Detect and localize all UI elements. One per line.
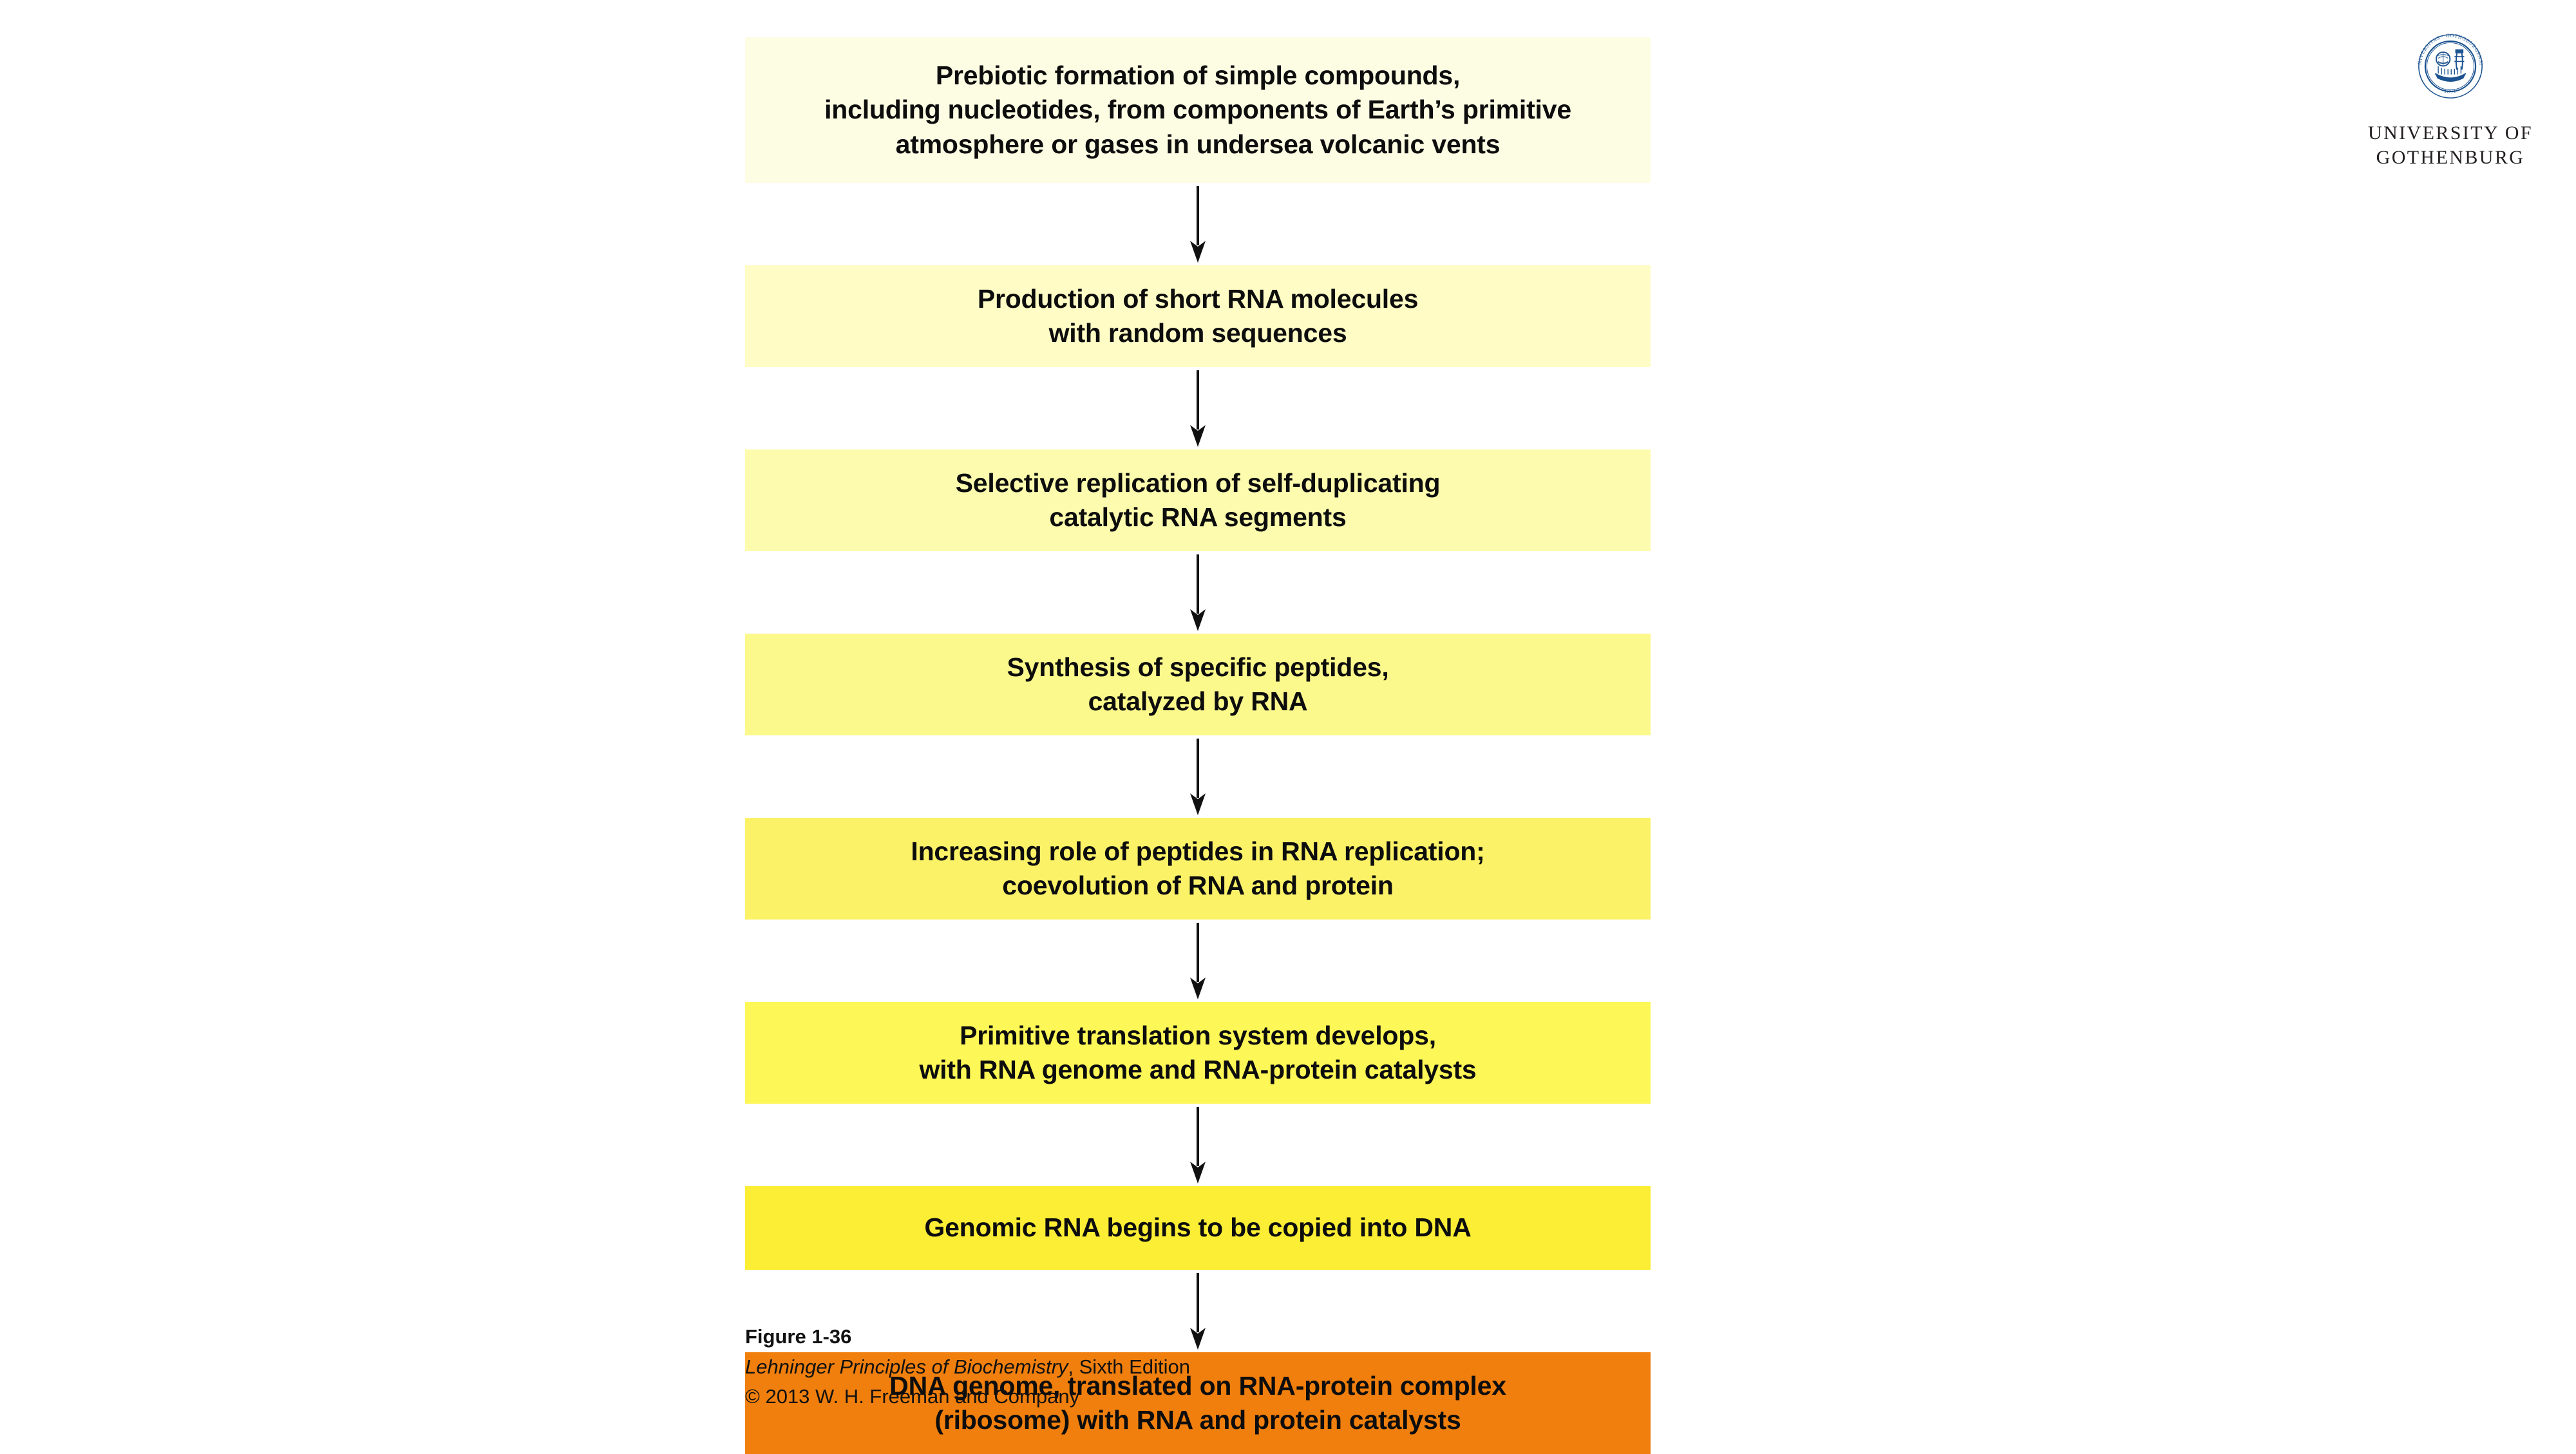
flow-step-label: Selective replication of self-duplicatin…: [955, 467, 1441, 532]
source-edition: , Sixth Edition: [1068, 1355, 1190, 1378]
flow-connector-arrow-2: [745, 367, 1651, 449]
flow-connector-arrow-7: [745, 1270, 1651, 1352]
flow-step-label: Increasing role of peptides in RNA repli…: [911, 836, 1485, 900]
flow-connector-arrow-6: [745, 1104, 1651, 1186]
flow-connector-arrow-1: [745, 183, 1651, 265]
figure-source: Lehninger Principles of Biochemistry, Si…: [745, 1352, 1190, 1383]
svg-text:· 1891 ·: · 1891 ·: [2439, 87, 2462, 95]
university-seal-icon: UNIVERSITAS · GOTHOBURGENSIS · 1891 ·: [2410, 26, 2484, 99]
flow-step-label: Genomic RNA begins to be copied into DNA: [924, 1213, 1472, 1243]
flow-step-4: Synthesis of specific peptides, catalyze…: [745, 634, 1651, 735]
flow-connector-arrow-5: [745, 920, 1651, 1002]
flow-step-5: Increasing role of peptides in RNA repli…: [745, 818, 1651, 920]
flow-step-label: Prebiotic formation of simple compounds,…: [824, 61, 1571, 159]
flow-step-3: Selective replication of self-duplicatin…: [745, 449, 1651, 551]
flow-step-label: Production of short RNA molecules with r…: [977, 283, 1419, 348]
figure-copyright: © 2013 W. H. Freeman and Company: [745, 1385, 1080, 1408]
flow-connector-arrow-3: [745, 551, 1651, 634]
flow-step-label: Synthesis of specific peptides, catalyze…: [1007, 652, 1389, 716]
flowchart: Prebiotic formation of simple compounds,…: [745, 37, 1651, 1454]
flow-step-2: Production of short RNA molecules with r…: [745, 265, 1651, 367]
flow-step-1: Prebiotic formation of simple compounds,…: [745, 37, 1651, 183]
university-branding: UNIVERSITAS · GOTHOBURGENSIS · 1891 · UN…: [2344, 26, 2557, 171]
flow-step-label: DNA genome, translated on RNA-protein co…: [889, 1370, 1506, 1435]
university-name: UNIVERSITY OF GOTHENBURG: [2368, 122, 2533, 169]
flow-step-6: Primitive translation system develops, w…: [745, 1002, 1651, 1104]
figure-number: Figure 1-36: [745, 1325, 852, 1348]
figure-caption: Figure 1-36 Lehninger Principles of Bioc…: [745, 1322, 1190, 1412]
flow-step-label: Primitive translation system develops, w…: [919, 1020, 1477, 1084]
flow-step-7: Genomic RNA begins to be copied into DNA: [745, 1186, 1651, 1270]
source-title: Lehninger Principles of Biochemistry: [745, 1355, 1068, 1378]
flow-connector-arrow-4: [745, 735, 1651, 818]
flow-step-8: DNA genome, translated on RNA-protein co…: [745, 1352, 1651, 1454]
